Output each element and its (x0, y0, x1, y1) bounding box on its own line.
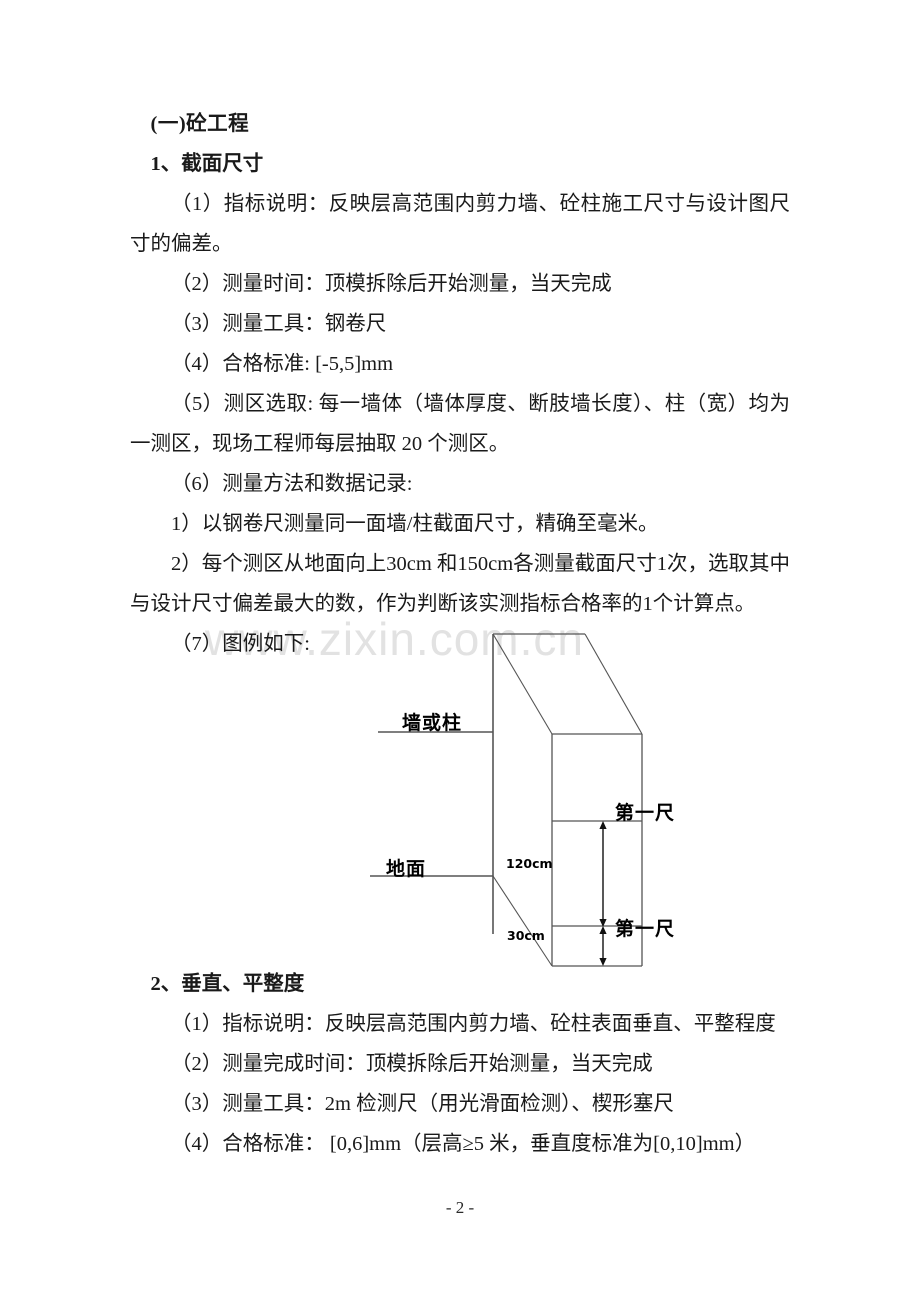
paragraph-1-1-indicator-description: （1）指标说明：反映层高范围内剪力墙、砼柱施工尺寸与设计图尺寸的偏差。 (130, 193, 790, 255)
diagram-reserved-space (130, 664, 790, 964)
figure-svg (370, 633, 643, 967)
heading-item-1-cross-section: 1、截面尺寸 (150, 153, 264, 175)
paragraph-1-4-acceptance-standard: （4）合格标准: [-5,5]mm (171, 353, 394, 375)
paragraph-2-2-measurement-time: （2）测量完成时间：顶模拆除后开始测量，当天完成 (171, 1053, 653, 1075)
label-ground: 地面 (386, 858, 427, 880)
paragraph-1-7-figure-caption: （7）图例如下: (171, 633, 310, 655)
label-wall-or-column: 墙或柱 (402, 712, 463, 734)
arrowhead-30cm-bottom (599, 958, 607, 966)
arrowhead-30cm-top (599, 926, 607, 934)
box-bottom-left-receding-edge (492, 875, 553, 967)
paragraph-2-3-measurement-tool: （3）测量工具：2m 检测尺（用光滑面检测）、楔形塞尺 (171, 1093, 674, 1115)
paragraph-2-1-indicator-description: （1）指标说明：反映层高范围内剪力墙、砼柱表面垂直、平整程度 (171, 1013, 776, 1035)
arrowhead-120cm-top (599, 821, 607, 829)
label-dimension-120cm: 120cm (506, 856, 553, 871)
box-top-right-receding-edge (584, 633, 643, 735)
page-number: - 2 - (445, 1198, 475, 1217)
label-first-ruler-lower: 第一尺 (615, 918, 676, 940)
paragraph-2-4-acceptance-standard: （4）合格标准： [0,6]mm（层高≥5 米，垂直度标准为[0,10]mm） (171, 1133, 756, 1155)
paragraph-1-3-measurement-tool: （3）测量工具：钢卷尺 (171, 313, 387, 335)
watermark-text: www.zixin.com.cn (205, 613, 584, 665)
label-dimension-30cm: 30cm (507, 928, 545, 943)
box-top-left-receding-edge (492, 633, 553, 735)
paragraph-1-6-method-and-record: （6）测量方法和数据记录: (171, 473, 413, 495)
paragraph-1-5-zone-selection: （5）测区选取: 每一墙体（墙体厚度、断肢墙长度）、柱（宽）均为一测区，现场工程… (130, 393, 790, 455)
heading-item-2-verticality-flatness: 2、垂直、平整度 (150, 973, 305, 995)
paragraph-1-6-2-measure-heights: 2）每个测区从地面向上30cm 和150cm各测量截面尺寸1次，选取其中与设计尺… (130, 553, 790, 615)
paragraph-1-6-1-tape-measure: 1）以钢卷尺测量同一面墙/柱截面尺寸，精确至毫米。 (171, 513, 659, 535)
label-first-ruler-upper: 第一尺 (615, 802, 676, 824)
wall-column-measurement-figure: 墙或柱 地面 第一尺 第一尺 120cm 30cm (370, 628, 740, 968)
heading-section-concrete: (一)砼工程 (150, 113, 250, 135)
paragraph-1-2-measurement-time: （2）测量时间：顶模拆除后开始测量，当天完成 (171, 273, 612, 295)
document-body: (一)砼工程 1、截面尺寸 （1）指标说明：反映层高范围内剪力墙、砼柱施工尺寸与… (130, 104, 790, 1164)
arrowhead-120cm-bottom (599, 919, 607, 927)
